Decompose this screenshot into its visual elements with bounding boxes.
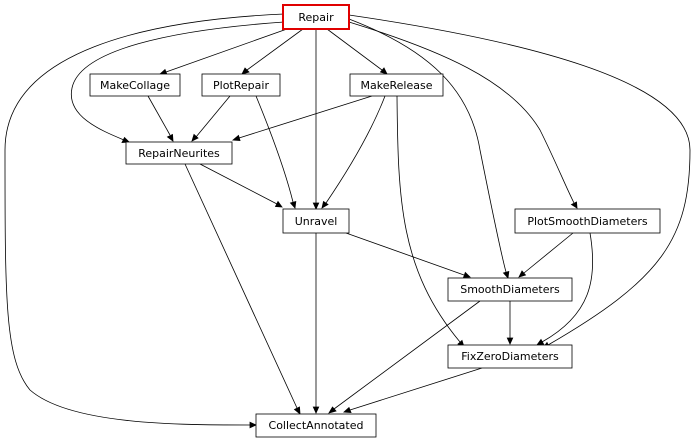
edge-makerelease-unravel <box>325 95 386 204</box>
node-makecollage[interactable]: MakeCollage <box>89 73 181 97</box>
arrowhead <box>462 271 471 278</box>
edge-plotsmoothdiameters-fixzerodiameters <box>541 232 594 343</box>
node-label: PlotSmoothDiameters <box>527 215 648 228</box>
edge-makerelease-fixzerodiameters <box>396 95 461 343</box>
edge-smoothdiameters-collectannotated <box>333 300 481 410</box>
arrowhead <box>502 270 510 279</box>
arrowhead <box>570 201 578 209</box>
arrowhead <box>518 270 527 278</box>
node-plotsmoothdiameters[interactable]: PlotSmoothDiameters <box>514 208 661 234</box>
edge-repair-makecollage <box>165 28 288 73</box>
arrowhead <box>231 134 241 141</box>
arrowhead <box>312 406 320 414</box>
node-label: PlotRepair <box>213 79 269 92</box>
edge-unravel-smoothdiameters <box>345 232 465 276</box>
node-label: MakeCollage <box>100 79 170 92</box>
node-label: FixZeroDiameters <box>461 350 559 363</box>
node-collectannotated[interactable]: CollectAnnotated <box>255 413 377 438</box>
arrowhead <box>506 337 514 345</box>
arrowhead <box>241 67 250 75</box>
edge-fixzerodiameters-collectannotated <box>349 367 483 411</box>
edge-repairneurites-unravel <box>199 163 278 205</box>
edge-makerelease-repairneurites <box>238 95 373 139</box>
nodes: Repair MakeCollage PlotRepair MakeReleas… <box>89 4 661 438</box>
edge-plotsmoothdiameters-smoothdiameters <box>523 232 574 274</box>
arrowhead <box>191 133 199 142</box>
edge-repair-collectannotated <box>4 13 285 426</box>
node-label: MakeRelease <box>361 79 433 92</box>
edge-makecollage-repairneurites <box>147 95 171 136</box>
node-repair[interactable]: Repair <box>282 4 350 30</box>
edge-repair-fixzerodiameters <box>348 14 691 346</box>
arrowhead <box>289 200 297 209</box>
arrowhead <box>274 200 283 208</box>
edge-repair-makerelease <box>326 28 383 71</box>
arrowhead <box>321 200 329 209</box>
node-unravel[interactable]: Unravel <box>282 208 350 234</box>
node-smoothdiameters[interactable]: SmoothDiameters <box>447 277 573 302</box>
node-label: CollectAnnotated <box>269 419 364 432</box>
arrowhead <box>121 136 130 143</box>
node-plotrepair[interactable]: PlotRepair <box>201 73 281 97</box>
node-fixzerodiameters[interactable]: FixZeroDiameters <box>447 344 573 369</box>
edge-repair-plotrepair <box>246 28 304 71</box>
node-repairneurites[interactable]: RepairNeurites <box>125 141 233 165</box>
edge-repair-smoothdiameters <box>348 18 507 273</box>
arrowhead <box>312 202 320 210</box>
arrowhead <box>536 338 545 346</box>
edge-plotrepair-unravel <box>255 95 294 203</box>
node-makerelease[interactable]: MakeRelease <box>349 73 444 97</box>
arrowhead <box>166 133 174 142</box>
arrowhead <box>293 406 301 415</box>
arrowhead <box>379 67 388 75</box>
edge-repair-repairneurites <box>70 21 285 141</box>
node-label: Unravel <box>295 215 338 228</box>
node-label: RepairNeurites <box>138 147 220 160</box>
arrowhead <box>249 421 257 429</box>
arrowhead <box>343 406 352 413</box>
edge-plotrepair-repairneurites <box>195 95 231 138</box>
edge-repairneurites-collectannotated <box>184 163 298 409</box>
edge-repair-plotsmoothdiameters <box>348 21 575 204</box>
node-label: Repair <box>298 11 334 24</box>
node-label: SmoothDiameters <box>460 283 560 296</box>
arrowhead <box>328 406 337 414</box>
